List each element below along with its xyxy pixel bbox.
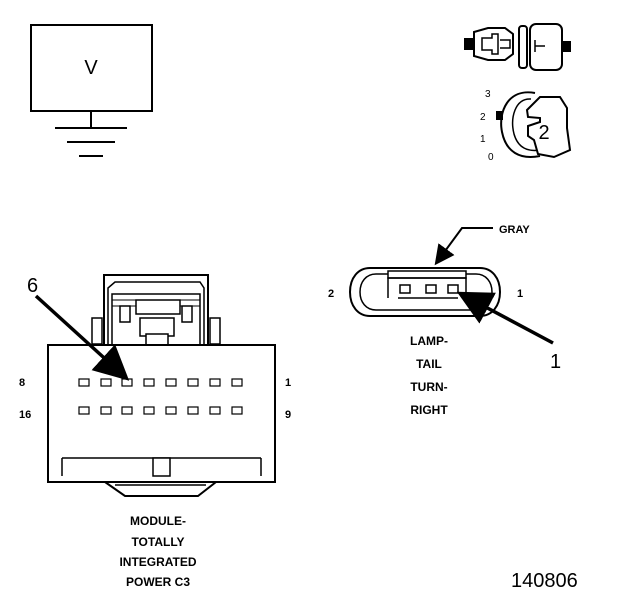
switch-position-0: 0	[488, 152, 494, 163]
pin-label-9: 9	[285, 409, 291, 421]
lamp-pin-label-1: 1	[517, 288, 523, 300]
switch-position-1: 1	[480, 134, 486, 145]
figure-number: 140806	[511, 570, 578, 592]
switch-position-3: 3	[485, 89, 491, 100]
callout-6: 6	[27, 275, 38, 297]
callout-1: 1	[550, 351, 561, 373]
lamp-pin-label-2: 2	[328, 288, 334, 300]
pin-row-bottom	[78, 406, 243, 415]
pin-label-16: 16	[19, 409, 31, 421]
ground-icon	[55, 127, 127, 157]
module-caption-line-2: TOTALLY	[131, 535, 184, 549]
connector-disconnect-icon	[464, 23, 571, 71]
pin-label-8: 8	[19, 377, 25, 389]
module-caption-line-3: INTEGRATED	[119, 555, 196, 569]
callout-6-arrow	[34, 294, 130, 381]
rotary-switch-icon: 3 2 1 0 2	[480, 89, 572, 163]
switch-selected-position: 2	[538, 122, 549, 144]
wire-color-label: GRAY	[499, 224, 530, 236]
voltmeter-symbol: V	[30, 24, 153, 128]
module-connector-c3: 8 1 16 9 6	[19, 274, 291, 497]
switch-position-2: 2	[480, 112, 486, 123]
lamp-caption-line-3: TURN-	[410, 380, 447, 394]
module-caption-line-1: MODULE-	[130, 514, 186, 528]
callout-1-arrow	[456, 291, 554, 345]
gray-label-arrow	[434, 227, 493, 266]
lamp-connector: 2 1 GRAY 1	[328, 224, 561, 373]
lamp-caption-line-1: LAMP-	[410, 334, 448, 348]
lamp-caption-line-4: RIGHT	[410, 403, 448, 417]
lamp-caption: LAMP- TAIL TURN- RIGHT	[410, 334, 448, 417]
module-caption-line-4: POWER C3	[126, 575, 190, 589]
module-caption: MODULE- TOTALLY INTEGRATED POWER C3	[119, 514, 196, 589]
lamp-caption-line-2: TAIL	[416, 357, 442, 371]
voltmeter-label: V	[84, 57, 98, 79]
pin-label-1: 1	[285, 377, 291, 389]
